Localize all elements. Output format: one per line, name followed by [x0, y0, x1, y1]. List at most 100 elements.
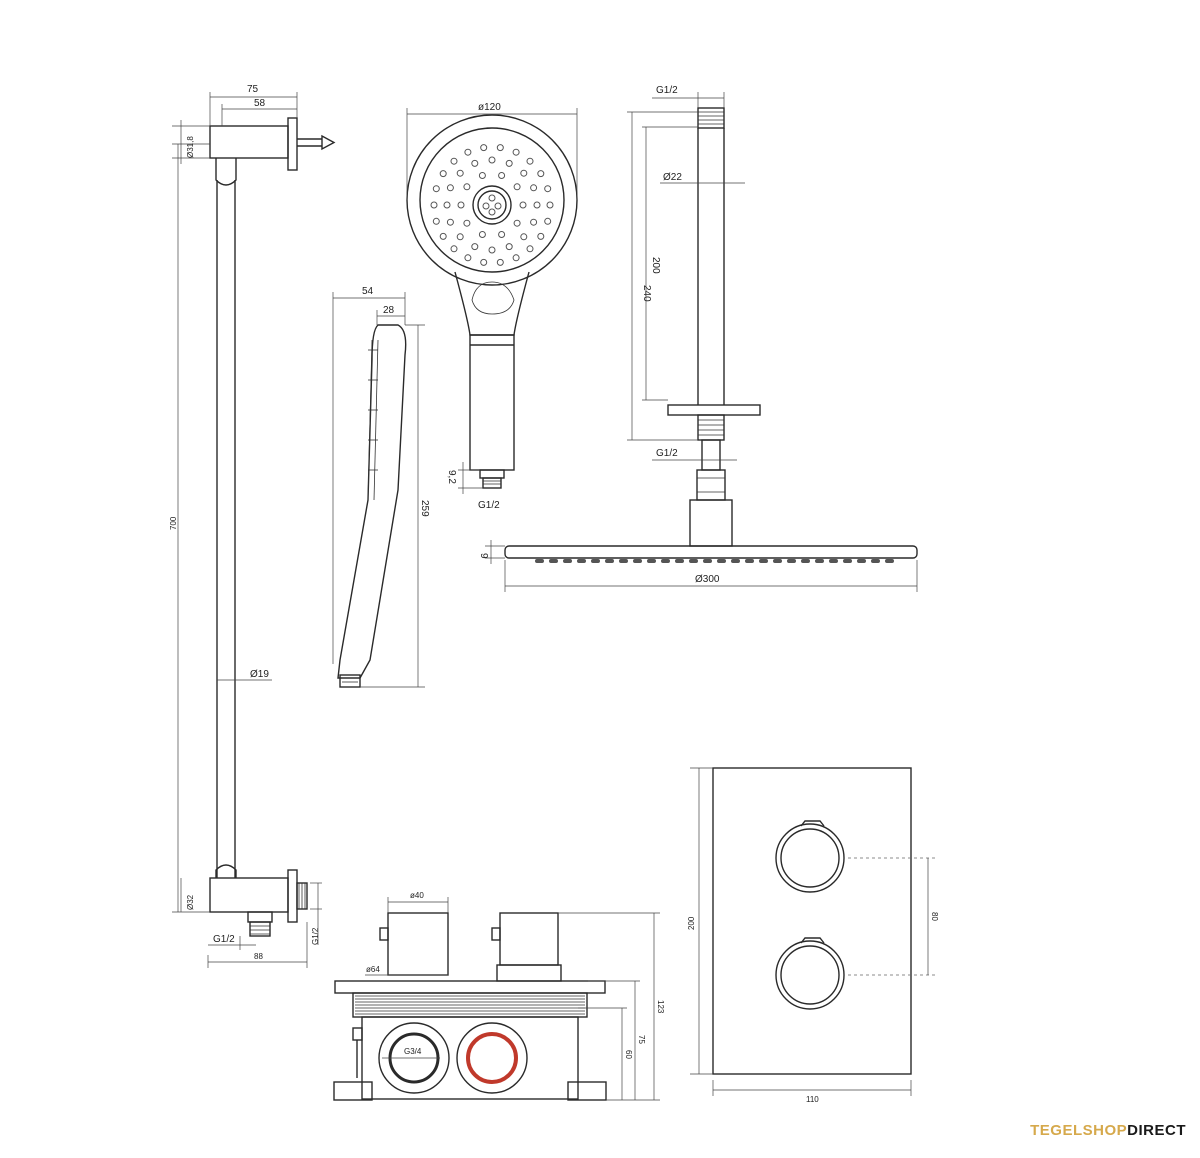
- nozzle: [498, 172, 506, 179]
- nozzle: [464, 254, 472, 262]
- arm-dim-240: 240: [641, 285, 652, 302]
- arm-g12-bottom: G1/2: [656, 448, 678, 459]
- rain-nozzle: [717, 559, 726, 563]
- hand-shower-front-view: [406, 114, 578, 489]
- nozzle: [443, 201, 451, 209]
- arm-dim-22: Ø22: [663, 172, 682, 183]
- nozzle: [513, 183, 521, 191]
- hand-side-dim-259: 259: [419, 500, 430, 517]
- nozzle: [537, 170, 545, 178]
- hand-shower-side-view: [337, 324, 407, 688]
- rain-nozzle: [633, 559, 642, 563]
- plate-dim-200: 200: [687, 916, 696, 930]
- hand-side-dim-28: 28: [383, 305, 395, 316]
- nozzle: [480, 258, 488, 266]
- rail-dim-58: 58: [254, 98, 266, 109]
- rain-nozzle: [661, 559, 670, 563]
- plate-dim-80: 80: [930, 912, 939, 921]
- nozzle: [463, 219, 471, 227]
- arm-g12-top: G1/2: [656, 85, 678, 96]
- rain-nozzle: [787, 559, 796, 563]
- hand-front-g12: G1/2: [478, 500, 500, 511]
- nozzle: [544, 185, 552, 193]
- nozzle: [456, 233, 464, 241]
- nozzle: [512, 254, 520, 262]
- nozzle: [526, 245, 534, 253]
- nozzle: [530, 218, 538, 226]
- valve-dim-75: 75: [637, 1035, 646, 1044]
- rain-nozzle: [619, 559, 628, 563]
- rain-nozzle: [703, 559, 712, 563]
- nozzle: [526, 157, 534, 165]
- nozzle: [432, 185, 440, 193]
- valve-dim-123: 123: [656, 1000, 665, 1014]
- rain-nozzle: [591, 559, 600, 563]
- valve-dim-64: ø64: [366, 965, 380, 974]
- rail-dim-700: 700: [169, 516, 178, 530]
- arm-dim-200: 200: [650, 257, 661, 274]
- slide-rail: [209, 117, 336, 937]
- nozzle: [537, 232, 545, 240]
- nozzle: [512, 148, 520, 156]
- nozzle: [457, 201, 465, 209]
- hand-front-dimensions: ø120 9,2 G1/2: [406, 102, 578, 511]
- rain-nozzle: [759, 559, 768, 563]
- valve-box: [333, 912, 607, 1101]
- rainhead-dim-300: Ø300: [695, 574, 720, 585]
- rain-nozzle: [689, 559, 698, 563]
- rain-nozzle: [731, 559, 740, 563]
- nozzle: [450, 245, 458, 253]
- rain-nozzle: [535, 559, 544, 563]
- hand-side-dimensions: 54 28 259: [332, 286, 430, 688]
- spray-nozzles: [430, 144, 554, 266]
- rain-head: [504, 499, 918, 563]
- shower-arm: [667, 107, 761, 501]
- brand-part1: TEGELSHOP: [1030, 1122, 1128, 1139]
- rain-nozzle: [549, 559, 558, 563]
- nozzle: [446, 184, 454, 192]
- rail-dimensions: 75 58 Ø31,8 700 Ø19 Ø32 G1/2 G1/2 88: [169, 84, 322, 968]
- rain-nozzle: [815, 559, 824, 563]
- plate-dimensions: 200 80 110: [687, 767, 939, 1104]
- nozzle: [498, 231, 506, 238]
- rail-g12-side: G1/2: [311, 927, 320, 945]
- nozzle: [478, 172, 486, 179]
- rain-nozzle: [773, 559, 782, 563]
- rail-dim-32: Ø32: [186, 894, 195, 910]
- rain-nozzle: [885, 559, 894, 563]
- nozzle: [430, 201, 438, 209]
- brand-logo: TEGELSHOPDIRECT: [1030, 1122, 1186, 1139]
- nozzle: [544, 217, 552, 225]
- nozzle: [546, 201, 554, 209]
- nozzle: [513, 219, 521, 227]
- nozzle: [456, 169, 464, 177]
- valve-dim-60: 60: [624, 1050, 633, 1059]
- nozzle: [520, 233, 528, 241]
- cover-plate: [712, 767, 912, 1075]
- rail-dim-88: 88: [254, 952, 263, 961]
- nozzle: [446, 218, 454, 226]
- rain-nozzle: [871, 559, 880, 563]
- nozzle: [520, 169, 528, 177]
- nozzle: [478, 231, 486, 238]
- rain-nozzle: [801, 559, 810, 563]
- valve-dim-40: ø40: [410, 891, 424, 900]
- rain-nozzle: [675, 559, 684, 563]
- nozzle: [533, 201, 541, 209]
- rain-nozzle: [857, 559, 866, 563]
- rain-nozzle: [563, 559, 572, 563]
- nozzle: [471, 159, 479, 167]
- rainhead-dim-9: 9: [478, 553, 489, 559]
- nozzle: [463, 183, 471, 191]
- nozzle: [450, 157, 458, 165]
- nozzle: [530, 184, 538, 192]
- nozzle: [505, 159, 513, 167]
- hand-front-dim-92: 9,2: [446, 470, 457, 484]
- rail-dim-318: Ø31,8: [186, 136, 195, 158]
- valve-box-dimensions: ø40 ø64 G3/4 60 75 123: [365, 891, 665, 1101]
- hand-side-dim-54: 54: [362, 286, 374, 297]
- nozzle: [505, 243, 513, 251]
- nozzle: [439, 232, 447, 240]
- brand-part2: DIRECT: [1127, 1122, 1186, 1139]
